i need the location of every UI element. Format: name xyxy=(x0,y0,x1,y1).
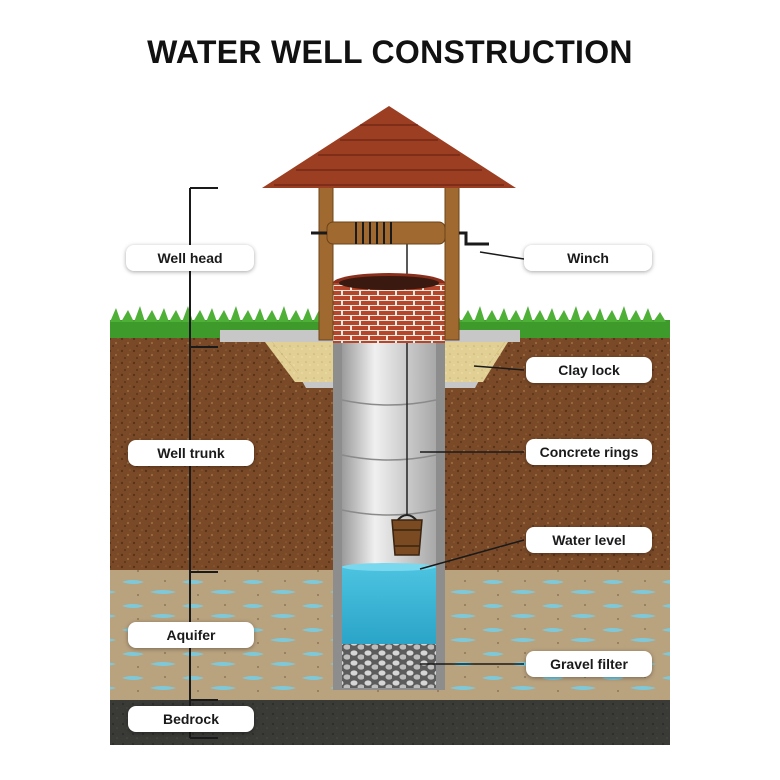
winch-label: Winch xyxy=(524,245,652,271)
well-trunk-label: Well trunk xyxy=(128,440,254,466)
water-level-label: Water level xyxy=(526,527,652,553)
bedrock-label: Bedrock xyxy=(128,706,254,732)
aquifer-label: Aquifer xyxy=(128,622,254,648)
clay-lock-label: Clay lock xyxy=(526,357,652,383)
well-head-label: Well head xyxy=(126,245,254,271)
diagram-title: WATER WELL CONSTRUCTION xyxy=(147,34,633,70)
brick-well-head xyxy=(333,283,445,343)
water-level-leader xyxy=(419,539,525,570)
winch-drum xyxy=(326,221,446,245)
water xyxy=(342,566,436,644)
gravel-filter xyxy=(342,644,436,688)
winch-leader xyxy=(479,251,525,260)
winch-handle xyxy=(459,231,489,246)
gravel-filter-label: Gravel filter xyxy=(526,651,652,677)
concrete-rings-label: Concrete rings xyxy=(526,439,652,465)
right-post xyxy=(444,179,460,341)
clay-lock-leader xyxy=(473,365,525,371)
roof xyxy=(262,106,516,188)
left-post xyxy=(318,179,334,341)
bucket xyxy=(391,519,423,556)
